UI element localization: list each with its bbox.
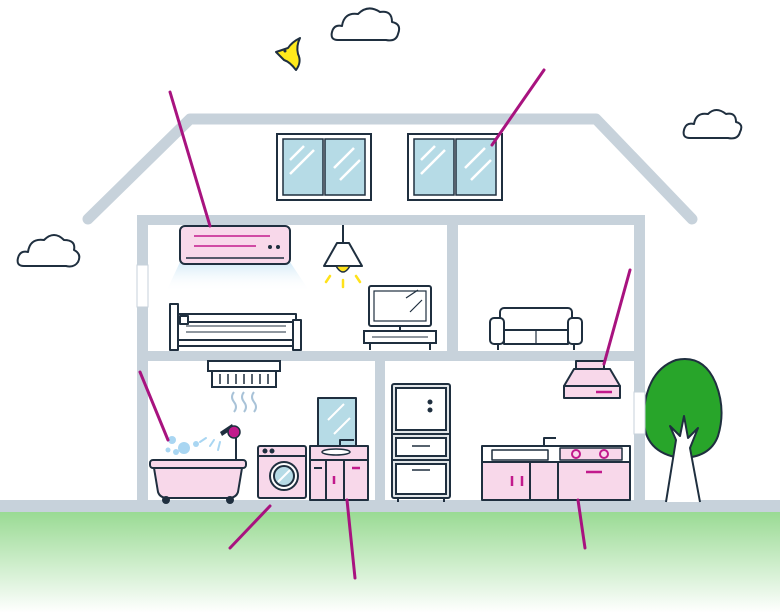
refrigerator-icon bbox=[391, 383, 451, 502]
tree-icon bbox=[642, 358, 723, 503]
callout-line-kitchen bbox=[576, 498, 587, 550]
grass bbox=[0, 508, 780, 613]
roof bbox=[82, 113, 698, 225]
washing-machine-icon bbox=[257, 445, 307, 499]
callout-line-bathroom bbox=[138, 370, 170, 442]
callout-line-washbasin bbox=[345, 498, 357, 580]
wall-vent-upper bbox=[136, 264, 149, 308]
second-floor bbox=[137, 351, 645, 361]
cloud-icon bbox=[682, 109, 743, 140]
washbasin-icon bbox=[309, 397, 369, 501]
callout-lines bbox=[138, 68, 632, 580]
attic-floor bbox=[137, 215, 645, 225]
sofa-icon bbox=[489, 307, 583, 350]
callout-line-air-conditioner bbox=[168, 90, 212, 228]
house-structure bbox=[82, 113, 698, 505]
bird-icon bbox=[275, 37, 301, 71]
lower-partition bbox=[375, 355, 385, 505]
television-icon bbox=[363, 285, 437, 350]
bathtub-icon bbox=[149, 459, 247, 504]
callout-line-range-hood bbox=[602, 268, 632, 366]
bed-icon bbox=[169, 303, 302, 351]
ground-line bbox=[0, 500, 780, 512]
air-conditioner-icon bbox=[166, 225, 310, 292]
upper-partition bbox=[447, 215, 458, 355]
window-icon bbox=[407, 133, 503, 201]
window-icon bbox=[276, 133, 372, 201]
ventilation-fan-icon bbox=[207, 360, 281, 413]
callout-line-window bbox=[490, 68, 546, 147]
ground bbox=[0, 500, 780, 613]
kitchen-counter-icon bbox=[481, 437, 631, 501]
ceiling-lamp-icon bbox=[323, 225, 363, 289]
range-hood-icon bbox=[563, 360, 621, 399]
wall-vent-lower bbox=[633, 391, 646, 435]
callout-line-washing-machine bbox=[228, 504, 272, 550]
cloud-icon bbox=[16, 234, 81, 268]
cloud-icon bbox=[330, 7, 401, 42]
bubbles bbox=[165, 436, 199, 455]
shower-icon bbox=[199, 424, 241, 466]
